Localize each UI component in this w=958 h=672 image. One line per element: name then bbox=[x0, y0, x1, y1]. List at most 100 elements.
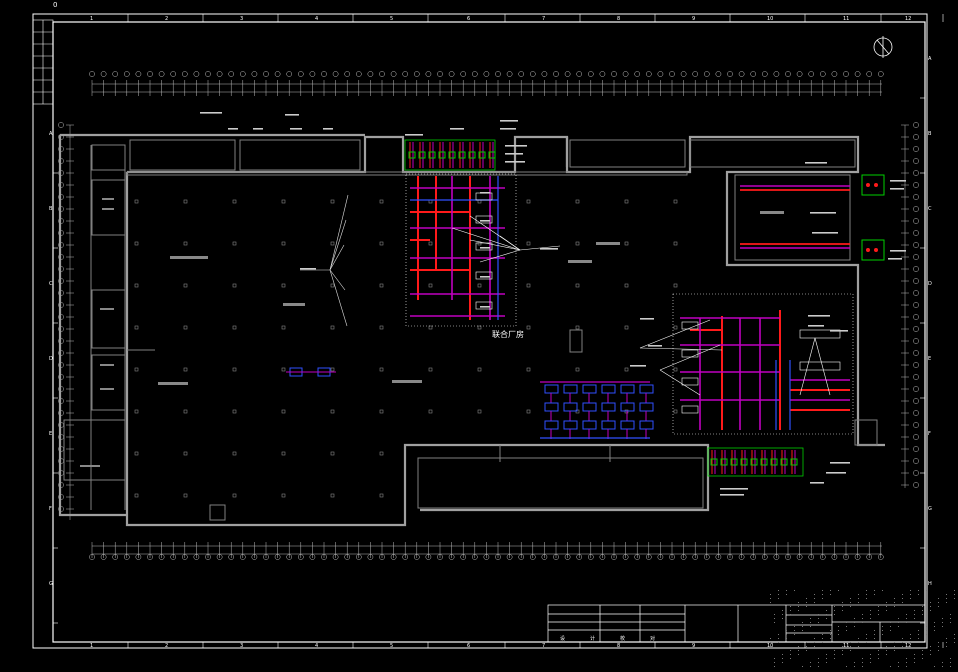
stipple-dot bbox=[930, 606, 931, 607]
grid-bubble bbox=[680, 554, 687, 560]
grid-bubble bbox=[344, 71, 351, 77]
column bbox=[330, 367, 335, 372]
grid-bubble bbox=[541, 554, 548, 560]
grid-bubble bbox=[727, 71, 733, 77]
annotation-text bbox=[450, 128, 464, 130]
grid-bubble bbox=[518, 71, 525, 77]
grid-bubble bbox=[112, 554, 119, 560]
stipple-dot bbox=[826, 618, 827, 619]
right-grid-letter: C bbox=[928, 206, 932, 212]
column bbox=[526, 367, 531, 372]
column bbox=[183, 367, 188, 372]
stipple-dot bbox=[822, 598, 823, 599]
stipple-dot bbox=[870, 618, 871, 619]
grid-bubble bbox=[913, 482, 919, 488]
stipple-dot bbox=[878, 658, 879, 659]
stipple-dot bbox=[922, 606, 923, 607]
manifold-valve bbox=[438, 151, 446, 159]
stipple-dot bbox=[878, 606, 879, 607]
top-grid-number: 8 bbox=[617, 16, 620, 22]
column bbox=[526, 199, 531, 204]
top-grid-number: 11 bbox=[843, 16, 849, 22]
stipple-dot bbox=[942, 626, 943, 627]
column bbox=[428, 283, 433, 288]
sign-label-4: 对 bbox=[650, 635, 655, 642]
stipple-dot bbox=[814, 602, 815, 603]
stipple-dot bbox=[922, 610, 923, 611]
column bbox=[379, 325, 384, 330]
piping-zone-northeast bbox=[740, 174, 885, 261]
stipple-dot bbox=[954, 634, 955, 635]
grid-bubble bbox=[599, 71, 606, 77]
grid-bubble bbox=[321, 554, 327, 560]
manifold-valve bbox=[408, 151, 416, 159]
column bbox=[183, 325, 188, 330]
stipple-dot bbox=[954, 598, 955, 599]
stipple-dot bbox=[826, 658, 827, 659]
stipple-dot bbox=[938, 606, 939, 607]
stipple-dot bbox=[830, 594, 831, 595]
column bbox=[624, 367, 629, 372]
grid-bubble bbox=[274, 71, 281, 77]
stipple-dot bbox=[910, 598, 911, 599]
stipple-dot bbox=[926, 630, 927, 631]
annotation-text bbox=[285, 114, 299, 116]
stipple-dot bbox=[810, 618, 811, 619]
grid-bubble bbox=[843, 554, 849, 560]
annotation-text bbox=[888, 258, 902, 260]
top-grid-number: 3 bbox=[240, 16, 243, 22]
stipple-dot bbox=[950, 614, 951, 615]
stipple-dot bbox=[898, 622, 899, 623]
stipple-dot bbox=[814, 642, 815, 643]
grid-bubble bbox=[425, 554, 432, 560]
manifold-valve bbox=[750, 458, 758, 466]
annotation-text bbox=[810, 212, 836, 214]
stipple-dot bbox=[854, 666, 855, 667]
grid-bubble bbox=[332, 71, 339, 77]
stipple-dot bbox=[910, 590, 911, 591]
stipple-dot bbox=[842, 650, 843, 651]
stipple-dot bbox=[770, 602, 771, 603]
grid-bubble bbox=[263, 554, 269, 560]
manifold-valve bbox=[740, 458, 748, 466]
stipple-dot bbox=[838, 634, 839, 635]
manifold-valve bbox=[790, 458, 798, 466]
grid-bubble bbox=[263, 71, 269, 77]
stipple-dot bbox=[810, 626, 811, 627]
stipple-dot bbox=[902, 642, 903, 643]
annotation-text bbox=[830, 462, 850, 464]
stipple-dot bbox=[774, 658, 775, 659]
stipple-dot bbox=[846, 666, 847, 667]
stipple-dot bbox=[914, 654, 915, 655]
stipple-dot bbox=[814, 598, 815, 599]
stipple-dot bbox=[910, 634, 911, 635]
annotation-text bbox=[810, 482, 824, 484]
room-tags bbox=[80, 198, 784, 467]
top-grid-number: 2 bbox=[165, 16, 168, 22]
stipple-dot bbox=[790, 614, 791, 615]
stipple-dot bbox=[938, 598, 939, 599]
column bbox=[330, 325, 335, 330]
stipple-dot bbox=[850, 602, 851, 603]
hall-fittings bbox=[286, 367, 336, 377]
grid-bubble bbox=[413, 554, 420, 560]
stipple-dot bbox=[862, 662, 863, 663]
area-label: 联合厂房 bbox=[492, 329, 524, 339]
stipple-dot bbox=[806, 642, 807, 643]
stipple-dot bbox=[842, 654, 843, 655]
stipple-dot bbox=[946, 646, 947, 647]
column bbox=[575, 199, 580, 204]
stipple-dot bbox=[862, 658, 863, 659]
stipple-dot bbox=[822, 638, 823, 639]
stipple-dot bbox=[874, 638, 875, 639]
top-grid-number: 12 bbox=[905, 16, 911, 22]
grid-bubble bbox=[796, 71, 803, 77]
column bbox=[134, 325, 139, 330]
left-grid-letter: C bbox=[49, 281, 53, 287]
grid-bubble bbox=[297, 554, 304, 560]
stipple-dot bbox=[818, 658, 819, 659]
stipple-dot bbox=[818, 622, 819, 623]
grid-bubble bbox=[913, 362, 919, 368]
stipple-dot bbox=[842, 610, 843, 611]
annotation-text bbox=[480, 247, 490, 249]
